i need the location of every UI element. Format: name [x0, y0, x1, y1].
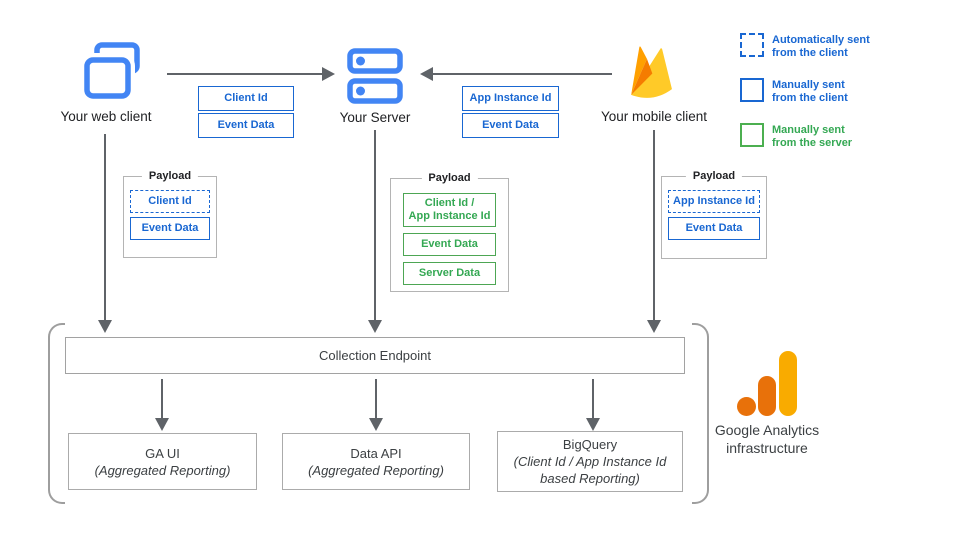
tag-client-id: Client Id [198, 86, 294, 111]
arrow-server-to-endpoint [368, 130, 382, 334]
arrowhead-right-icon [322, 67, 335, 81]
bracket-right [692, 323, 709, 504]
web-client-icon [84, 42, 140, 102]
payload-item-event-data: Event Data [130, 217, 210, 240]
output-title: Data API [350, 445, 402, 461]
tag-app-instance-id: App Instance Id [462, 86, 559, 111]
arrow-mobile-to-endpoint [647, 130, 661, 334]
legend-swatch-manual-server-icon [740, 123, 764, 147]
legend-line: from the server [772, 137, 853, 149]
mobile-client-label: Your mobile client [600, 109, 708, 124]
output-subtitle: (Aggregated Reporting) [308, 462, 444, 478]
server-label: Your Server [339, 110, 411, 125]
payload-item-client-or-app-id: Client Id / App Instance Id [403, 193, 496, 227]
output-title: GA UI [145, 445, 180, 461]
arrow-mobile-to-server [420, 67, 612, 81]
arrow-shaft [433, 73, 612, 75]
arrow-shaft [592, 379, 594, 418]
payload-title: Payload [421, 172, 478, 184]
output-box-ga-ui: GA UI (Aggregated Reporting) [68, 433, 257, 490]
web-client-label: Your web client [60, 109, 152, 124]
payload-title: Payload [141, 170, 199, 182]
arrowhead-left-icon [420, 67, 433, 81]
legend-line: Manually sent [772, 124, 845, 136]
payload-web: Payload Client Id Event Data [123, 170, 217, 258]
payload-item-event-data: Event Data [403, 233, 496, 256]
server-icon [347, 48, 403, 104]
payload-item-app-instance-id: App Instance Id [668, 190, 760, 213]
output-box-data-api: Data API (Aggregated Reporting) [282, 433, 470, 490]
firebase-icon [631, 46, 672, 98]
arrow-endpoint-to-data-api [369, 379, 383, 431]
arrow-web-to-endpoint [98, 134, 112, 334]
tag-event-data-mobile: Event Data [462, 113, 559, 138]
payload-item-client-id: Client Id [130, 190, 210, 213]
legend-line: from the client [772, 92, 848, 104]
arrow-shaft [104, 134, 106, 320]
collection-endpoint-box: Collection Endpoint [65, 337, 685, 374]
payload-server: Payload Client Id / App Instance Id Even… [390, 172, 509, 292]
arrow-endpoint-to-ga-ui [155, 379, 169, 431]
arrow-web-to-server [167, 67, 335, 81]
legend-label-auto-client: Automatically sent from the client [772, 34, 870, 60]
payload-title: Payload [685, 170, 743, 182]
output-box-bigquery: BigQuery (Client Id / App Instance Id ba… [497, 431, 683, 492]
tag-event-data-web: Event Data [198, 113, 294, 138]
brand-line: infrastructure [726, 440, 808, 456]
output-subtitle: (Aggregated Reporting) [94, 462, 231, 478]
brand-line: Google Analytics [714, 422, 820, 438]
arrowhead-down-icon [647, 320, 661, 333]
output-subtitle: (Client Id / App Instance Id based Repor… [513, 454, 667, 486]
arrowhead-down-icon [155, 418, 169, 431]
legend-label-manual-client: Manually sent from the client [772, 79, 848, 105]
legend-swatch-auto-client-icon [740, 33, 764, 57]
arrow-shaft [653, 130, 655, 320]
arrowhead-down-icon [368, 320, 382, 333]
arrowhead-down-icon [586, 418, 600, 431]
arrow-shaft [374, 130, 376, 320]
arrowhead-down-icon [98, 320, 112, 333]
payload-item-event-data: Event Data [668, 217, 760, 240]
legend-line: Manually sent [772, 79, 845, 91]
bracket-left [48, 323, 65, 504]
arrow-endpoint-to-bigquery [586, 379, 600, 431]
arrow-shaft [167, 73, 323, 75]
payload-mobile: Payload App Instance Id Event Data [661, 170, 767, 259]
arrow-shaft [375, 379, 377, 418]
legend-label-manual-server: Manually sent from the server [772, 124, 852, 150]
ga-infrastructure-label: Google Analytics infrastructure [707, 421, 827, 457]
arrow-shaft [161, 379, 163, 418]
legend-swatch-manual-client-icon [740, 78, 764, 102]
legend-line: Automatically sent [772, 34, 870, 46]
google-analytics-logo-icon [737, 351, 797, 416]
output-title: BigQuery [562, 437, 618, 452]
legend-line: from the client [772, 47, 848, 59]
arrowhead-down-icon [369, 418, 383, 431]
collection-endpoint-label: Collection Endpoint [318, 348, 432, 363]
payload-item-server-data: Server Data [403, 262, 496, 285]
